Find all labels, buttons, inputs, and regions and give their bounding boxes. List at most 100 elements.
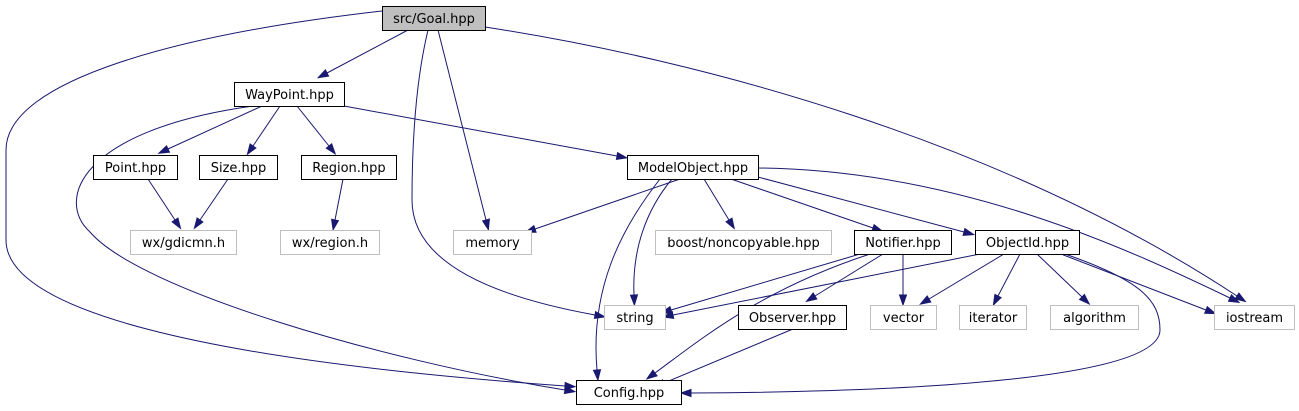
node-label: algorithm — [1063, 311, 1126, 326]
edge-modelobject-to-config — [592, 178, 661, 382]
node-goal[interactable]: src/Goal.hpp — [382, 6, 486, 31]
edge-waypoint-to-size — [246, 105, 281, 156]
edge-line — [326, 29, 409, 74]
edge-arrowhead — [1227, 293, 1241, 303]
edge-arrowhead — [481, 218, 490, 232]
edge-line — [757, 176, 965, 233]
edge-arrowhead — [805, 292, 818, 303]
node-iostream: iostream — [1214, 305, 1295, 330]
node-box — [870, 305, 937, 330]
edge-line — [595, 178, 661, 371]
node-modelobject[interactable]: ModelObject.hpp — [627, 155, 759, 180]
edge-arrowhead — [962, 227, 976, 236]
edge-size-to-gdicmn — [193, 178, 229, 230]
node-box — [130, 230, 237, 255]
node-gdicmn: wx/gdicmn.h — [130, 230, 237, 255]
node-label: Point.hpp — [105, 161, 166, 176]
edge-arrowhead — [593, 310, 607, 320]
node-label: Config.hpp — [594, 386, 665, 401]
edge-waypoint-to-modelobject — [343, 105, 629, 161]
edge-modelobject-to-notifier — [730, 178, 884, 232]
node-notifier[interactable]: Notifier.hpp — [854, 230, 952, 255]
edge-line — [437, 29, 487, 221]
node-box — [453, 230, 532, 255]
edge-arrowhead — [193, 217, 204, 230]
node-observer[interactable]: Observer.hpp — [738, 305, 847, 330]
node-box — [93, 155, 178, 180]
edge-arrowhead — [1234, 292, 1247, 303]
node-iterator: iterator — [959, 305, 1027, 330]
edge-modelobject-to-objectid — [757, 176, 976, 236]
edge-arrowhead — [592, 369, 602, 382]
edge-waypoint-to-region — [296, 105, 337, 155]
node-string: string — [604, 305, 666, 330]
node-box — [959, 305, 1027, 330]
edge-arrowhead — [645, 369, 658, 380]
edge-line — [672, 253, 981, 316]
node-box — [199, 155, 278, 180]
node-label: Notifier.hpp — [865, 236, 941, 251]
edge-line — [928, 253, 1005, 300]
edge-arrowhead — [563, 385, 577, 395]
edge-goal-to-string — [411, 29, 607, 320]
node-box — [280, 230, 380, 255]
node-size[interactable]: Size.hpp — [199, 155, 278, 180]
node-label: wx/gdicmn.h — [142, 236, 225, 251]
edge-arrowhead — [919, 295, 932, 305]
edge-arrowhead — [629, 294, 639, 307]
edge-line — [296, 105, 330, 147]
node-box — [301, 155, 397, 180]
node-waypoint[interactable]: WayPoint.hpp — [234, 82, 345, 107]
node-region[interactable]: Region.hpp — [301, 155, 397, 180]
node-box — [604, 305, 666, 330]
edge-line — [534, 178, 681, 230]
edge-line — [1060, 253, 1207, 311]
edge-arrowhead — [615, 151, 629, 161]
node-label: ModelObject.hpp — [638, 161, 748, 176]
edge-arrowhead — [679, 388, 692, 398]
edge-line — [76, 105, 566, 391]
node-memory: memory — [453, 230, 532, 255]
edge-objectid-to-algorithm — [1036, 253, 1091, 305]
node-label: Region.hpp — [312, 161, 385, 176]
node-label: memory — [465, 236, 520, 251]
edges-layer — [5, 10, 1247, 398]
node-config[interactable]: Config.hpp — [576, 380, 682, 405]
edge-arrowhead — [171, 217, 182, 230]
node-noncopyable: boost/noncopyable.hpp — [655, 230, 832, 255]
edge-arrowhead — [325, 142, 337, 155]
edge-line — [663, 328, 794, 384]
edge-line — [997, 253, 1021, 297]
node-objectid[interactable]: ObjectId.hpp — [975, 230, 1080, 255]
edge-line — [5, 10, 566, 387]
edge-line — [1036, 253, 1083, 298]
edge-line — [411, 29, 596, 316]
edge-goal-to-iostream — [484, 26, 1247, 303]
edge-modelobject-to-noncopyable — [703, 178, 735, 230]
node-box — [382, 6, 486, 31]
edge-line — [757, 167, 1231, 299]
node-box — [854, 230, 952, 255]
edge-goal-to-waypoint — [316, 29, 409, 79]
node-label: src/Goal.hpp — [393, 12, 475, 27]
edge-arrowhead — [898, 294, 908, 307]
node-label: iostream — [1226, 311, 1283, 326]
edge-arrowhead — [331, 218, 340, 232]
edge-modelobject-to-iostream — [757, 167, 1241, 303]
edge-line — [167, 105, 263, 150]
node-algorithm: algorithm — [1050, 305, 1139, 330]
edge-line — [814, 253, 884, 297]
node-vector: vector — [870, 305, 937, 330]
edge-arrowhead — [316, 69, 330, 79]
edge-arrowhead — [1203, 305, 1217, 315]
node-label: iterator — [969, 311, 1018, 326]
edge-arrowhead — [1078, 293, 1091, 305]
edge-goal-to-config — [5, 10, 577, 391]
edge-arrowhead — [157, 144, 171, 154]
edge-notifier-to-vector — [898, 254, 908, 307]
edge-notifier-to-observer — [805, 253, 884, 303]
edge-arrowhead — [725, 217, 735, 230]
node-point[interactable]: Point.hpp — [93, 155, 178, 180]
